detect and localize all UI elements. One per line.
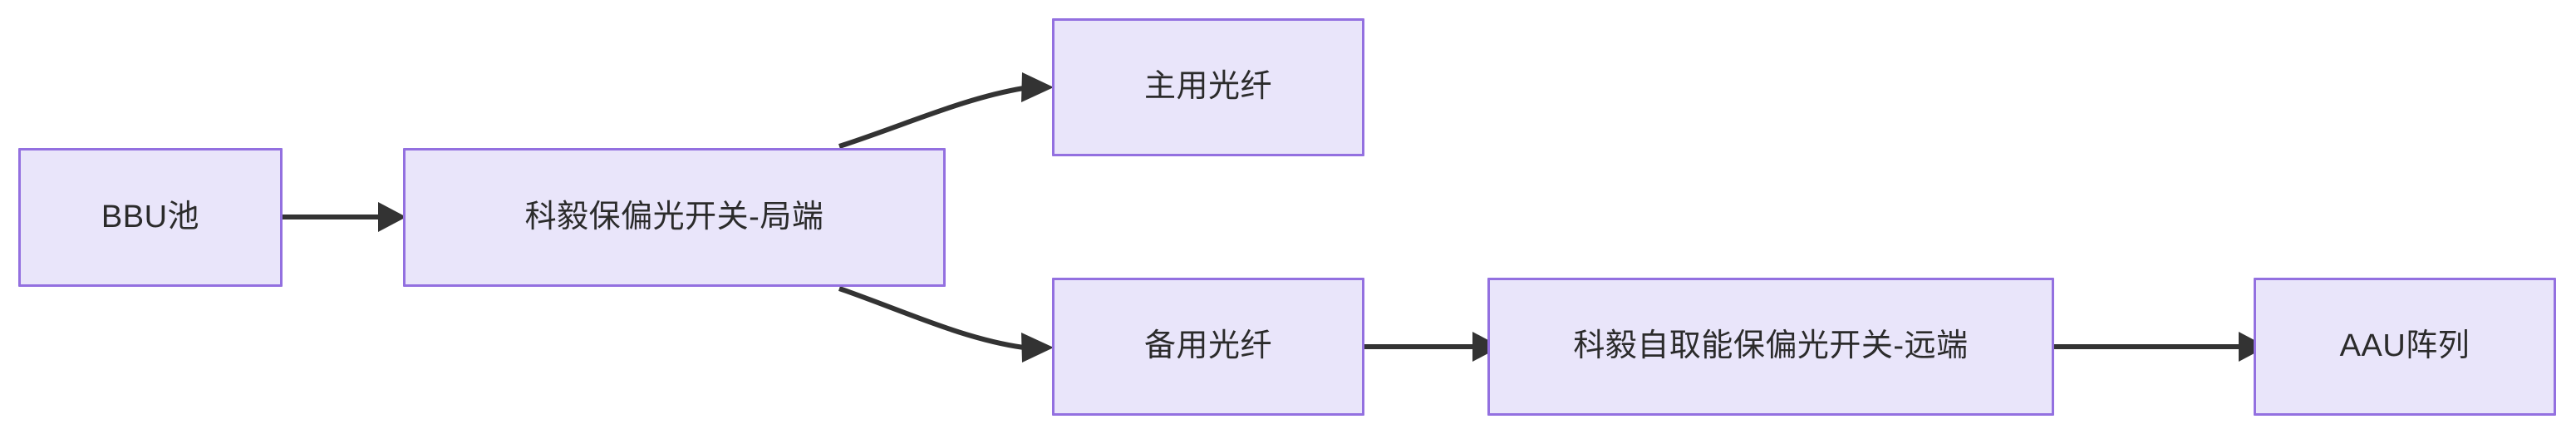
edge-remote-switch-to-aau (2054, 332, 2267, 362)
node-label: 备用光纤 (1143, 328, 1272, 364)
node-aau-array[interactable]: AAU阵列 (2254, 278, 2556, 416)
node-bbu-pool[interactable]: BBU池 (18, 148, 283, 287)
edge-local-switch-to-main-fiber (838, 72, 1054, 149)
node-label: 科毅自取能保偏光开关-远端 (1573, 328, 1969, 364)
node-label: 主用光纤 (1143, 69, 1272, 105)
arrowhead-icon (1021, 333, 1054, 362)
node-label: AAU阵列 (2339, 328, 2470, 364)
arrowhead-icon (1021, 72, 1054, 102)
node-label: 科毅保偏光开关-局端 (524, 199, 824, 234)
edge-backup-fiber-to-remote-switch (1364, 332, 1501, 362)
arrowhead-icon (378, 202, 406, 232)
node-label: BBU池 (101, 199, 200, 234)
node-main-fiber[interactable]: 主用光纤 (1052, 18, 1364, 156)
node-backup-fiber[interactable]: 备用光纤 (1052, 278, 1364, 416)
edge-local-switch-to-backup-fiber (838, 286, 1054, 362)
edge-bbu-to-local-switch (283, 202, 406, 232)
node-remote-self-powered-polarization-switch[interactable]: 科毅自取能保偏光开关-远端 (1487, 278, 2054, 416)
node-local-polarization-switch[interactable]: 科毅保偏光开关-局端 (403, 148, 946, 287)
